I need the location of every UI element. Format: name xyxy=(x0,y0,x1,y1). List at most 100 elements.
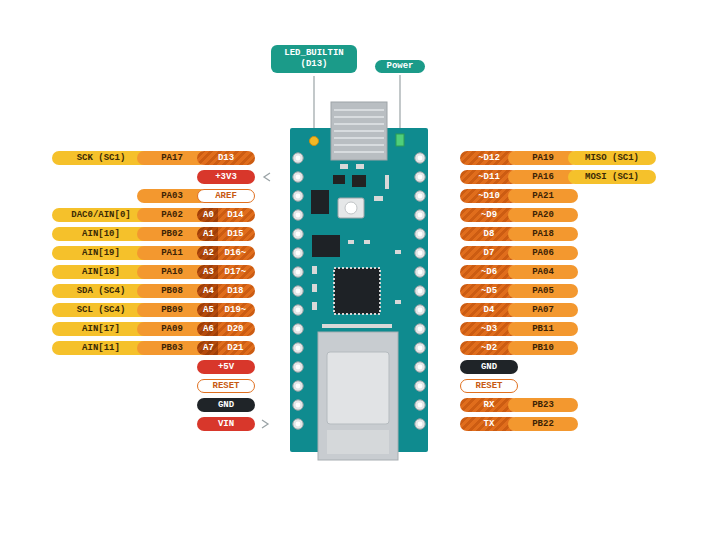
port-label: PA06 xyxy=(508,246,578,260)
led-leader xyxy=(313,76,314,134)
ground-label: GND xyxy=(197,398,255,412)
pin-name: D17~ xyxy=(222,265,249,279)
pin-name: GND xyxy=(218,398,234,412)
output-arrow xyxy=(264,173,270,181)
pin-hole xyxy=(293,229,303,239)
pin-hole xyxy=(293,305,303,315)
pin-name: AREF xyxy=(215,189,237,203)
pin-name: D8 xyxy=(484,227,495,241)
pin-hole xyxy=(415,305,425,315)
pin-name: ~D10 xyxy=(478,189,500,203)
pin-name: AIN[17] xyxy=(82,322,120,336)
components xyxy=(311,164,401,328)
pin-name: PB08 xyxy=(161,284,183,298)
pin-name: PA10 xyxy=(161,265,183,279)
pin-name: MISO (SC1) xyxy=(585,151,639,165)
pin-name: AIN[19] xyxy=(82,246,120,260)
pin-name: D18 xyxy=(222,284,249,298)
port-label: PA07 xyxy=(508,303,578,317)
pin-name: A1 xyxy=(197,227,218,241)
pin-name: ~D9 xyxy=(481,208,497,222)
pin-hole xyxy=(293,286,303,296)
pin-hole xyxy=(415,419,425,429)
pin-name: MOSI (SC1) xyxy=(585,170,639,184)
pin-name: A4 xyxy=(197,284,218,298)
pin-hole xyxy=(293,153,303,163)
pin-name: GND xyxy=(481,360,497,374)
pin-hole xyxy=(415,153,425,163)
pin-name: PA21 xyxy=(532,189,554,203)
pcb xyxy=(290,128,428,452)
pin-name: PA09 xyxy=(161,322,183,336)
pin-name: D7 xyxy=(484,246,495,260)
pin-name: D21 xyxy=(222,341,249,355)
usb-shell xyxy=(331,102,387,160)
analog-pin-label: A6 D20 xyxy=(197,322,255,336)
pin-name: PA19 xyxy=(532,151,554,165)
pin-hole xyxy=(293,172,303,182)
pin-name: PB03 xyxy=(161,341,183,355)
pin-name: PB02 xyxy=(161,227,183,241)
pin-hole xyxy=(415,248,425,258)
pin-name: AIN[10] xyxy=(82,227,120,241)
pin-name: ~D12 xyxy=(478,151,500,165)
pin-hole xyxy=(293,362,303,372)
port-label: PA04 xyxy=(508,265,578,279)
port-label: PA05 xyxy=(508,284,578,298)
port-label: PA21 xyxy=(508,189,578,203)
power-arrows xyxy=(262,173,270,428)
ground-label: GND xyxy=(460,360,518,374)
pin-name: A6 xyxy=(197,322,218,336)
pin-name: D19~ xyxy=(222,303,249,317)
input-arrow xyxy=(262,420,268,428)
pin-hole xyxy=(415,210,425,220)
usb-connector xyxy=(331,102,387,160)
pin-name: PB23 xyxy=(532,398,554,412)
pin-name: TX xyxy=(484,417,495,431)
pin-hole xyxy=(415,324,425,334)
pin-hole xyxy=(293,343,303,353)
power-label: +5V xyxy=(197,360,255,374)
pin-hole xyxy=(415,381,425,391)
pin-name: SCL (SC4) xyxy=(77,303,126,317)
pin-name: PA06 xyxy=(532,246,554,260)
signal-label: AIN[19] xyxy=(52,246,150,260)
signal-label: AIN[17] xyxy=(52,322,150,336)
pin-name: PB11 xyxy=(532,322,554,336)
port-label: PB23 xyxy=(508,398,578,412)
pin-name: VIN xyxy=(218,417,234,431)
power-led xyxy=(396,134,404,146)
pin-name: ~D11 xyxy=(478,170,500,184)
pin-name: D16~ xyxy=(222,246,249,260)
power-leader xyxy=(399,75,400,134)
pin-name: RESET xyxy=(212,379,239,393)
pin-name: +3V3 xyxy=(215,170,237,184)
pin-name: ~D2 xyxy=(481,341,497,355)
analog-pin-label: A3 D17~ xyxy=(197,265,255,279)
power-label: VIN xyxy=(197,417,255,431)
analog-pin-label: A4 D18 xyxy=(197,284,255,298)
analog-pin-label: A7D21 xyxy=(197,341,255,355)
analog-pin-label: A2D16~ xyxy=(197,246,255,260)
pin-hole xyxy=(293,324,303,334)
analog-pin-label: A1 D15 xyxy=(197,227,255,241)
port-label: PA20 xyxy=(508,208,578,222)
pin-name: A5 xyxy=(197,303,218,317)
control-label: RESET xyxy=(197,379,255,393)
control-label: AREF xyxy=(197,189,255,203)
pin-name: A3 xyxy=(197,265,218,279)
pin-name: D13 xyxy=(218,151,234,165)
pin-holes xyxy=(293,153,425,429)
pin-hole xyxy=(293,210,303,220)
pin-hole xyxy=(415,191,425,201)
pin-name: A0 xyxy=(197,208,218,222)
pin-name: D20 xyxy=(222,322,249,336)
builtin-led xyxy=(310,137,319,146)
pin-name: PA20 xyxy=(532,208,554,222)
analog-pin-label: A5 D19~ xyxy=(197,303,255,317)
pin-name: D15 xyxy=(222,227,249,241)
pin-hole xyxy=(293,248,303,258)
pin-hole xyxy=(415,400,425,410)
pin-hole xyxy=(415,172,425,182)
port-label: PB22 xyxy=(508,417,578,431)
